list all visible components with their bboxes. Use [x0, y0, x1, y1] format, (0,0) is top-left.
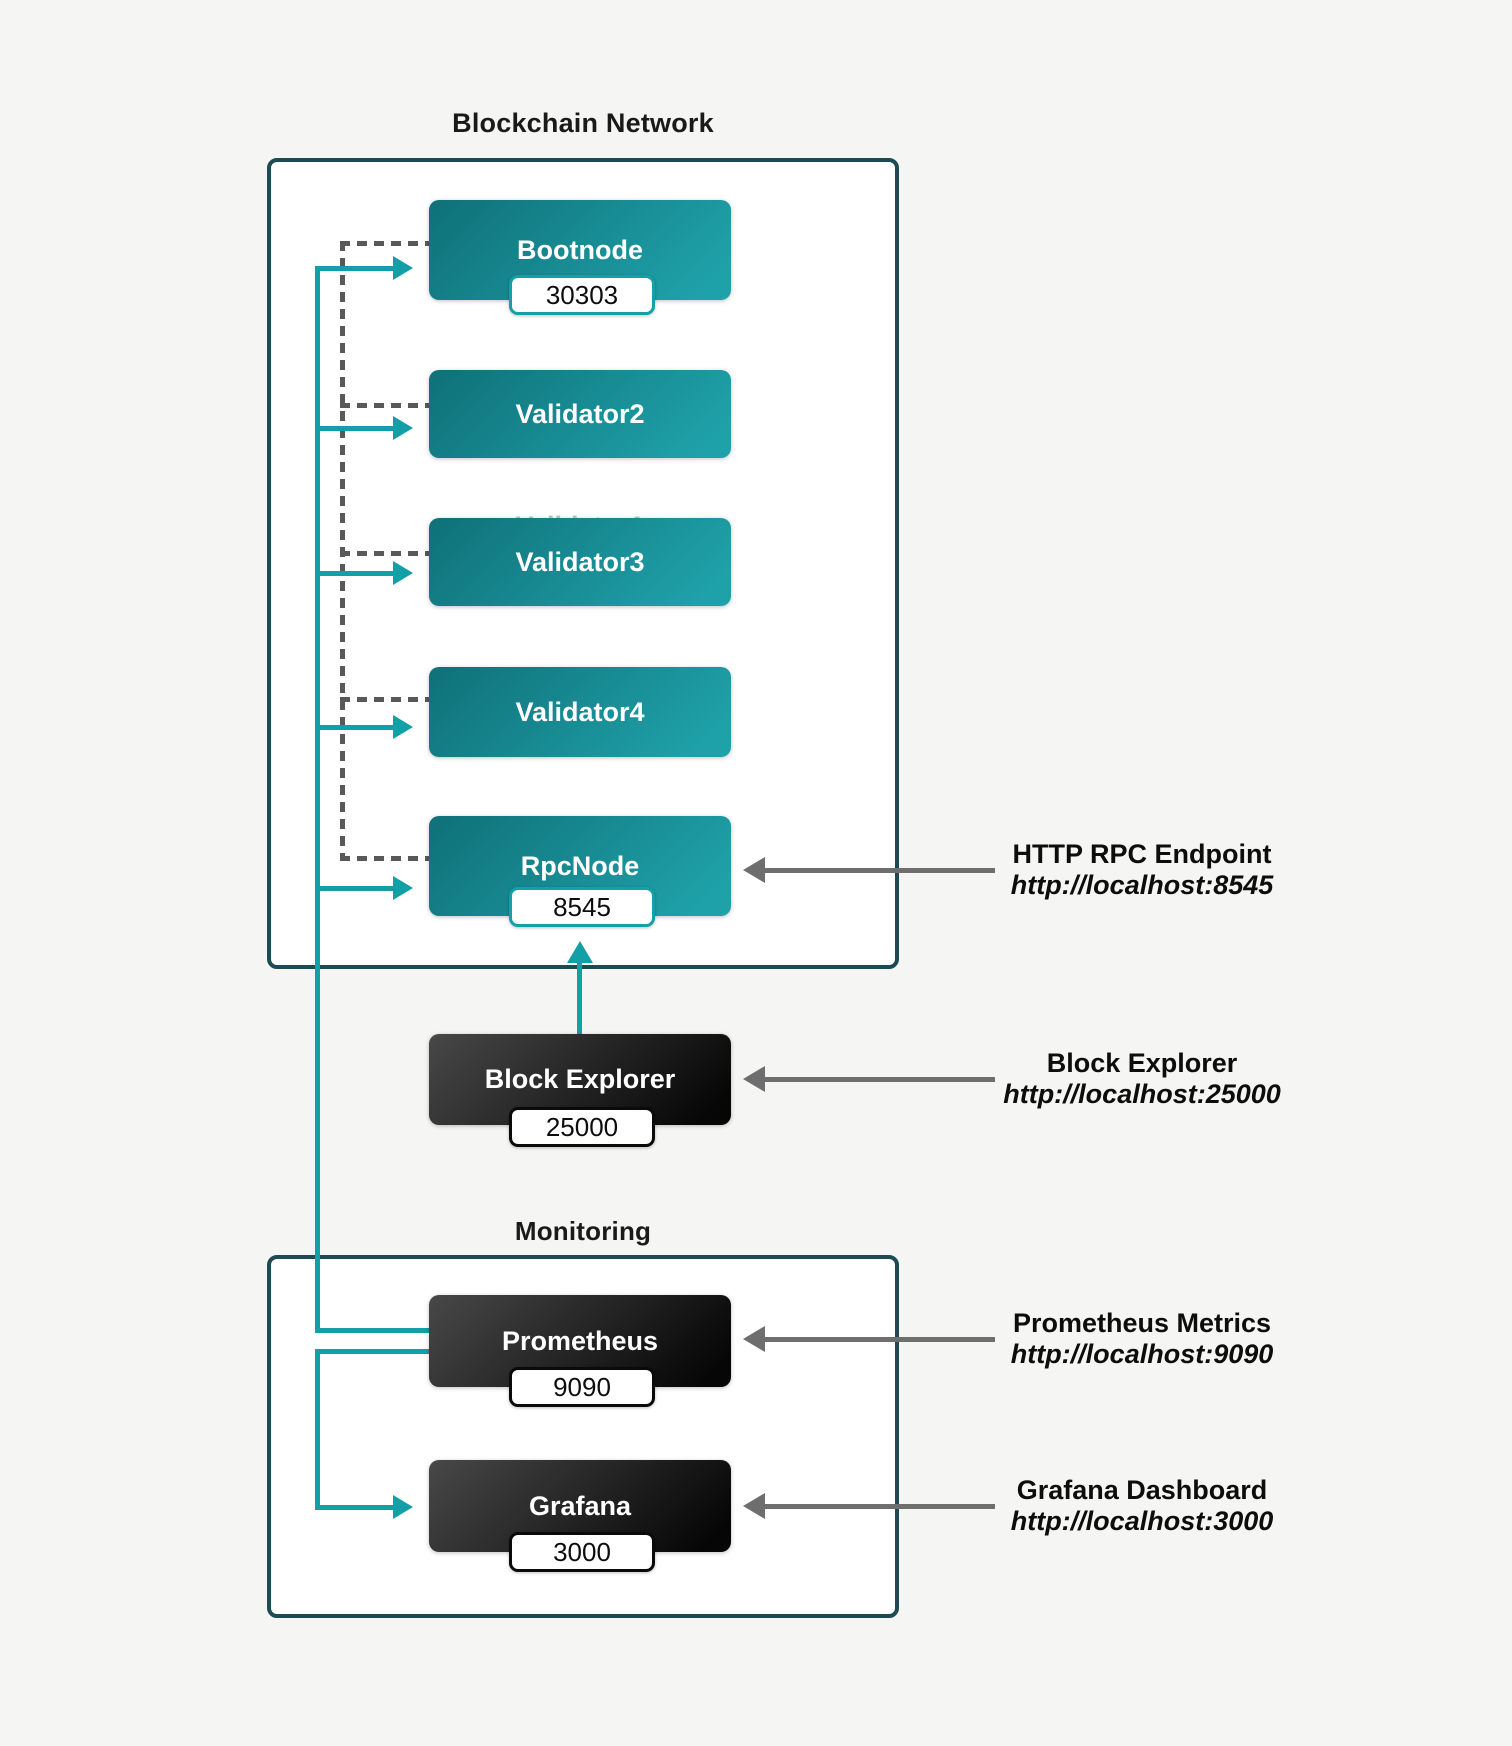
- arrowhead-validator3-icon: [393, 561, 413, 585]
- gray-line-prometheus: [763, 1337, 995, 1342]
- annotation-block-explorer: Block Explorer http://localhost:25000: [962, 1048, 1322, 1110]
- gray-line-block-explorer: [763, 1077, 995, 1082]
- arrowhead-left-prometheus-icon: [743, 1326, 765, 1352]
- arrowhead-left-rpc-icon: [743, 857, 765, 883]
- teal-grafana-vertical-line: [315, 1349, 320, 1509]
- teal-branch-validator2: [315, 426, 395, 431]
- dashed-branch-validator2: [340, 403, 429, 408]
- node-grafana: Grafana: [429, 1460, 731, 1552]
- teal-branch-validator4: [315, 725, 395, 730]
- node-rpcnode: RpcNode: [429, 816, 731, 916]
- dashed-branch-validator4: [340, 697, 429, 702]
- node-validator3: Validator3: [429, 518, 731, 606]
- node-rpcnode-label: RpcNode: [520, 850, 640, 881]
- node-validator4: Validator4: [429, 667, 731, 757]
- node-bootnode-label: Bootnode: [517, 234, 643, 265]
- arrowhead-rpcnode-icon: [393, 876, 413, 900]
- annotation-grafana: Grafana Dashboard http://localhost:3000: [962, 1475, 1322, 1537]
- teal-trunk-line: [315, 266, 320, 1333]
- annotation-http-rpc: HTTP RPC Endpoint http://localhost:8545: [962, 839, 1322, 901]
- node-validator3-label: Validator3: [515, 546, 645, 577]
- annotation-block-explorer-title: Block Explorer: [1046, 1048, 1238, 1078]
- port-badge-grafana: 3000: [509, 1532, 655, 1572]
- arrowhead-validator4-icon: [393, 715, 413, 739]
- annotation-http-rpc-url: http://localhost:8545: [1010, 870, 1274, 900]
- node-validator2: Validator2: [429, 370, 731, 458]
- teal-branch-bootnode: [315, 266, 395, 271]
- node-validator2-label: Validator2: [515, 398, 645, 429]
- annotation-prometheus-url: http://localhost:9090: [1010, 1339, 1274, 1369]
- annotation-block-explorer-url: http://localhost:25000: [1003, 1079, 1281, 1109]
- annotation-grafana-title: Grafana Dashboard: [1016, 1475, 1268, 1505]
- node-prometheus-label: Prometheus: [501, 1325, 659, 1356]
- annotation-prometheus-title: Prometheus Metrics: [1012, 1308, 1272, 1338]
- node-grafana-label: Grafana: [528, 1490, 632, 1521]
- teal-branch-rpcnode: [315, 886, 395, 891]
- teal-branch-grafana: [315, 1505, 395, 1510]
- arrowhead-up-rpcnode-icon: [567, 941, 593, 963]
- monitoring-title: Monitoring: [514, 1216, 652, 1246]
- port-badge-block-explorer: 25000: [509, 1107, 655, 1147]
- dashed-branch-bootnode: [340, 241, 429, 246]
- annotation-prometheus: Prometheus Metrics http://localhost:9090: [962, 1308, 1322, 1370]
- arrowhead-bootnode-icon: [393, 256, 413, 280]
- teal-prometheus-out-line: [315, 1349, 430, 1354]
- teal-blockexplorer-line: [577, 958, 582, 1034]
- gray-line-rpc: [763, 868, 995, 873]
- blockchain-network-title: Blockchain Network: [452, 108, 714, 138]
- arrowhead-validator2-icon: [393, 416, 413, 440]
- arrowhead-left-grafana-icon: [743, 1493, 765, 1519]
- dashed-branch-validator3: [340, 551, 429, 556]
- arrowhead-left-block-explorer-icon: [743, 1066, 765, 1092]
- gray-line-grafana: [763, 1504, 995, 1509]
- annotation-grafana-url: http://localhost:3000: [1010, 1506, 1274, 1536]
- node-validator4-label: Validator4: [515, 696, 645, 727]
- teal-branch-validator3: [315, 571, 395, 576]
- node-block-explorer-label: Block Explorer: [484, 1064, 676, 1094]
- teal-branch-prometheus: [315, 1328, 430, 1333]
- hidden-node-label: Validator1: [429, 511, 731, 518]
- arrowhead-grafana-icon: [393, 1495, 413, 1519]
- annotation-http-rpc-title: HTTP RPC Endpoint: [1012, 839, 1272, 869]
- port-badge-bootnode: 30303: [509, 275, 655, 315]
- dashed-branch-rpcnode: [340, 856, 429, 861]
- port-badge-rpcnode: 8545: [509, 887, 655, 927]
- port-badge-prometheus: 9090: [509, 1367, 655, 1407]
